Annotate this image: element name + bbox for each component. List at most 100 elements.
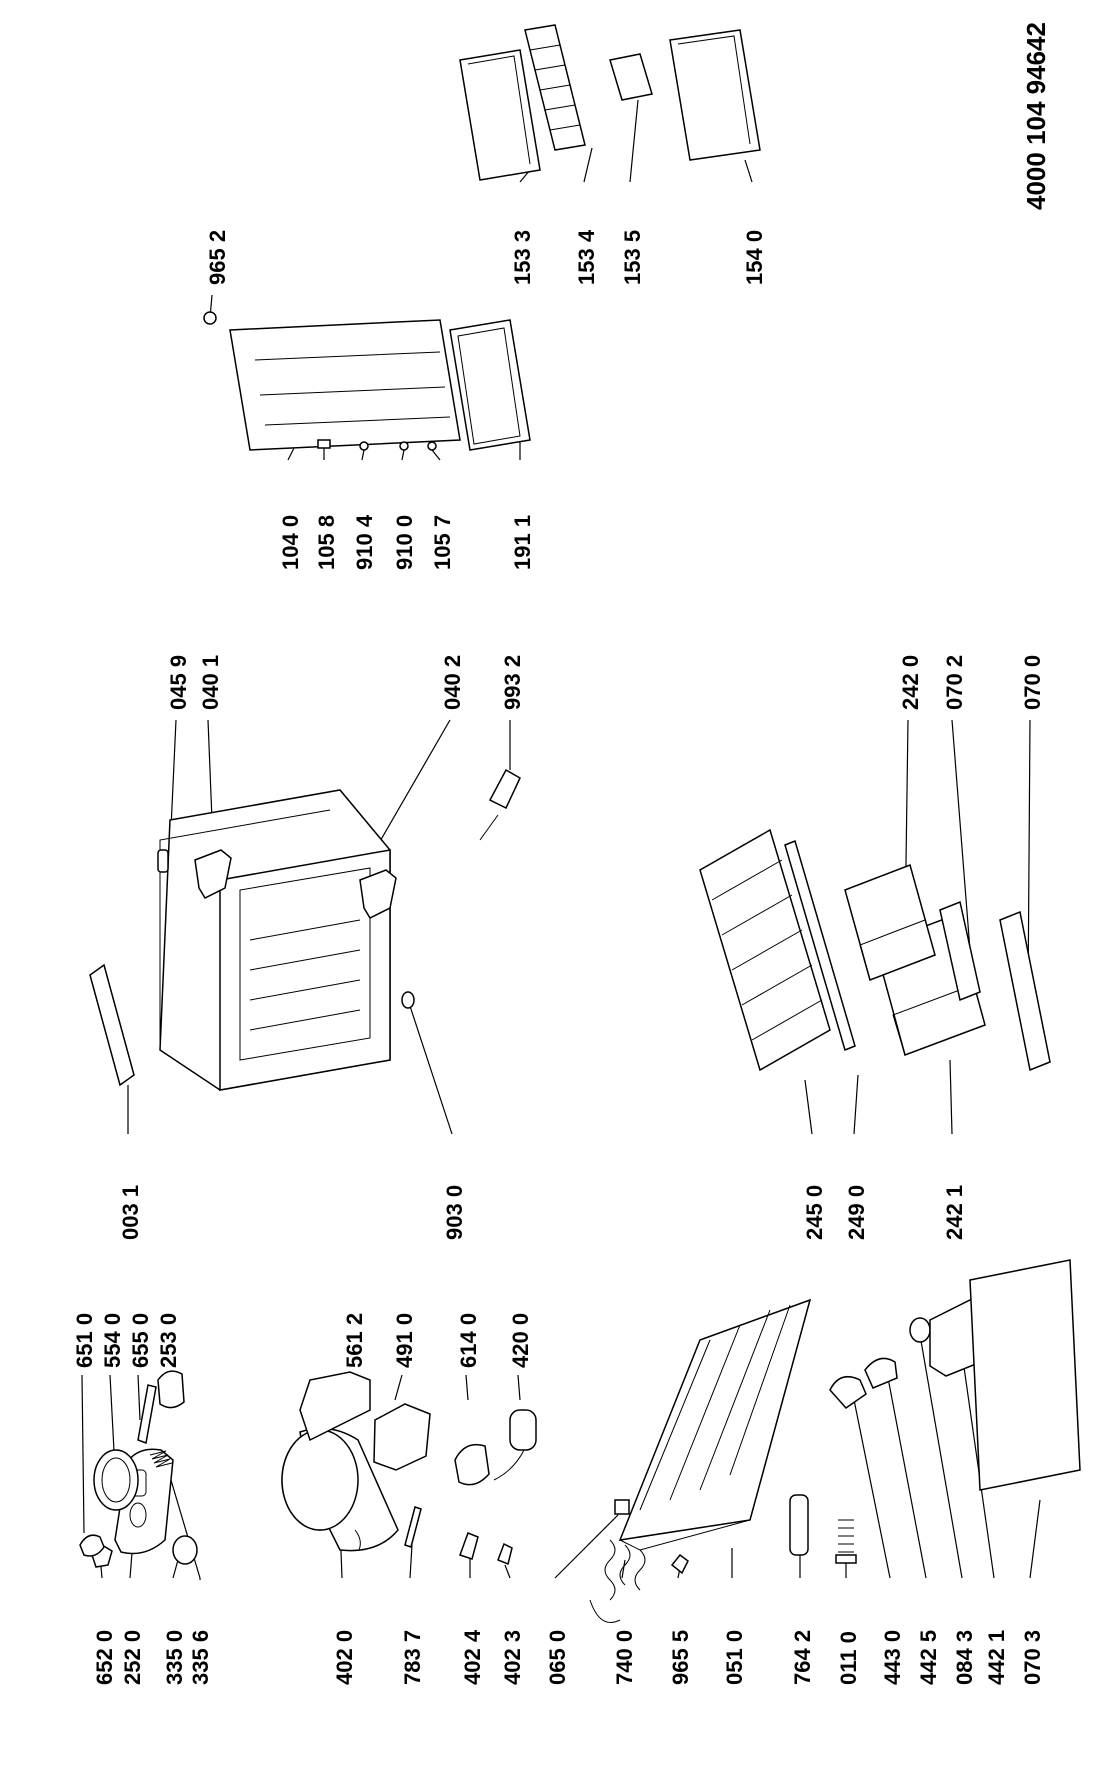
part-label-153-3: 153 3 [510, 230, 535, 285]
leader-line-491-0 [394, 1374, 403, 1401]
part-label-561-2: 561 2 [342, 1313, 367, 1368]
part-label-442-5: 442 5 [916, 1630, 941, 1685]
leader-line-105-7 [431, 449, 441, 461]
condenser-coil-part [604, 1539, 646, 1601]
part-label-420-0: 420 0 [508, 1313, 533, 1368]
part-label-335-6: 335 6 [188, 1630, 213, 1685]
part-label-965-2: 965 2 [205, 230, 230, 285]
part-label-651-0: 651 0 [72, 1313, 97, 1368]
knob-cap-part [157, 1370, 185, 1409]
hinge-pin-part [864, 1357, 898, 1389]
upper-hinge-part [194, 849, 232, 899]
part-label-910-4: 910 4 [352, 514, 377, 570]
part-label-740-0: 740 0 [612, 1630, 637, 1685]
leader-line-651-0 [81, 1374, 85, 1534]
door-assembly [203, 311, 531, 451]
part-label-655-0: 655 0 [128, 1313, 153, 1368]
part-label-084-3: 084 3 [952, 1630, 977, 1685]
door-screw-910-0 [399, 441, 409, 451]
part-label-965-5: 965 5 [668, 1630, 693, 1685]
part-label-614-0: 614 0 [456, 1313, 481, 1368]
compressor-base-plate [618, 1298, 812, 1541]
crisper-cover-part [939, 900, 981, 1002]
compressor-assembly [281, 1371, 537, 1566]
part-label-783-7: 783 7 [400, 1630, 425, 1685]
fan-ring-part [93, 1449, 139, 1511]
leader-line-783-7 [409, 1544, 413, 1579]
leader-line-245-0 [804, 1079, 813, 1135]
screw-part [838, 1519, 854, 1553]
leader-line-335-0 [172, 1559, 179, 1579]
part-label-104-0: 104 0 [278, 515, 303, 570]
clamp-part [829, 1375, 867, 1409]
part-label-105-7: 105 7 [430, 515, 455, 570]
part-label-252-0: 252 0 [120, 1630, 145, 1685]
capacitor-part [509, 1409, 537, 1451]
part-label-153-5: 153 5 [620, 230, 645, 285]
left-column-labels: 652 0 252 0 335 0 335 6 651 0 554 0 655 … [72, 1313, 1045, 1685]
part-label-242-0: 242 0 [898, 655, 923, 710]
part-label-249-0: 249 0 [844, 1185, 869, 1240]
door-clip-105-8 [317, 439, 331, 449]
door-shelf-154-0 [669, 29, 761, 161]
part-label-065-0: 065 0 [545, 1630, 570, 1685]
door-shelf-154-0-rim [677, 35, 751, 145]
door-shelf-153-3-rim [467, 55, 531, 165]
leader-line-065-0 [554, 1514, 619, 1579]
document-number: 4000 104 94642 [1021, 22, 1051, 210]
relay-bracket-part [299, 1371, 371, 1442]
part-label-040-1: 040 1 [198, 655, 223, 710]
knob-part [172, 1535, 198, 1565]
cabinet-assembly [89, 768, 521, 1091]
part-label-442-1: 442 1 [984, 1630, 1009, 1685]
overload-part [454, 1443, 490, 1486]
bulb-socket-part [79, 1534, 105, 1557]
nut-part [909, 1317, 931, 1343]
leader-line-614-0 [465, 1374, 469, 1401]
compressor-pipe [354, 1529, 361, 1551]
crisper-large-rim [892, 984, 974, 1056]
capacitor-wire [493, 1449, 525, 1481]
leader-line-242-1 [949, 1059, 953, 1135]
door-screw-910-4 [359, 441, 369, 451]
part-label-402-4: 402 4 [460, 1629, 485, 1685]
part-label-105-8: 105 8 [314, 515, 339, 570]
part-label-491-0: 491 0 [392, 1313, 417, 1368]
leader-line-740-0 [621, 1559, 626, 1579]
leader-line-903-0 [407, 999, 453, 1135]
leader-line-153-4 [583, 147, 593, 183]
door-gasket-inner [457, 327, 521, 445]
leader-line-910-4 [361, 449, 365, 461]
part-label-402-0: 402 0 [332, 1630, 357, 1685]
relay-cover-part [373, 1403, 431, 1471]
top-rail-part [89, 963, 135, 1087]
door-plug-965-2 [203, 311, 217, 325]
fan-motor-assembly [79, 1370, 198, 1568]
part-label-153-4: 153 4 [574, 229, 599, 285]
base-plate-edge [619, 1299, 811, 1551]
lower-hinge-part [359, 869, 397, 919]
part-label-070-3: 070 3 [1020, 1630, 1045, 1685]
middle-column-labels: 003 1 903 0 045 9 040 1 040 2 993 2 245 … [118, 655, 1045, 1240]
part-label-443-0: 443 0 [880, 1630, 905, 1685]
wire-shelf-part [699, 828, 831, 1072]
pipe-part [404, 1506, 422, 1548]
leader-line-335-6-upper [167, 1469, 201, 1579]
leader-line-040-1 [207, 719, 213, 821]
leader-line-084-3 [919, 1334, 963, 1579]
sensor-part [488, 768, 521, 810]
leader-line-070-3 [1029, 1499, 1041, 1579]
grommet-part [459, 1532, 479, 1560]
base-clip-part [614, 1499, 630, 1515]
spring-part [149, 1450, 173, 1468]
door-shelf-153-3 [459, 49, 541, 181]
leader-line-154-0 [744, 159, 753, 183]
part-label-191-1: 191 1 [510, 515, 535, 570]
condenser-wire [589, 1599, 621, 1623]
crisper-small-part [844, 864, 936, 981]
leader-line-249-0 [853, 1074, 859, 1135]
drain-plug-part [670, 1553, 689, 1575]
part-label-764-2: 764 2 [790, 1630, 815, 1685]
crisper-rail-part [999, 910, 1051, 1072]
part-label-003-1: 003 1 [118, 1185, 143, 1240]
